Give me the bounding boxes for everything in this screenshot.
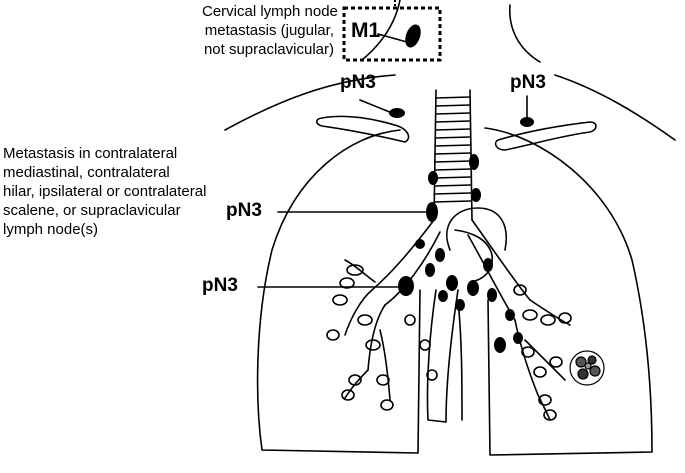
lymph-node-paratracheal	[471, 188, 481, 202]
mediastinal-label: Metastasis in contralateral mediastinal,…	[3, 144, 206, 239]
pn3-label-mid: pN3	[226, 200, 262, 221]
mediastinal-label-line: hilar, ipsilateral or contralateral	[3, 183, 207, 200]
tumor-mass	[569, 350, 605, 386]
lymph-node-hilar	[487, 288, 497, 302]
trachea-left-wall	[433, 89, 437, 221]
cervical-label: Cervical lymph node metastasis (jugular,…	[202, 2, 338, 59]
lymph-node-paratracheal	[428, 171, 438, 185]
pulmonary-trunk	[454, 229, 494, 283]
mediastinal-label-line: mediastinal, contralateral	[3, 164, 170, 181]
m1-label: M1	[351, 19, 381, 42]
lymph-node-supraclavicular-right	[520, 117, 534, 127]
neck-outline-right	[509, 4, 541, 63]
pn3-label-top: pN3	[340, 72, 376, 93]
lymph-node-hilar	[438, 290, 448, 302]
left-bronchus-branch	[344, 289, 373, 336]
lymph-node-cervical	[405, 24, 421, 48]
clavicle-left	[315, 115, 410, 143]
clavicle-right	[494, 121, 597, 151]
neck-outline-left	[361, 0, 401, 61]
right-lung-outline	[484, 127, 653, 456]
cervical-label-line: Cervical lymph node	[202, 3, 338, 20]
pn3-label-lower: pN3	[202, 275, 238, 296]
aortic-arch	[446, 207, 507, 251]
lymph-node-subcarinal	[513, 332, 523, 344]
left-bronchus-lower	[384, 231, 441, 306]
lymph-node-paratracheal	[426, 202, 438, 222]
m1-box	[342, 6, 442, 62]
lymph-node-hilar	[435, 248, 445, 262]
descending-aorta	[426, 289, 459, 423]
left-lung-outline	[256, 129, 421, 454]
lymph-node-hilar	[446, 275, 458, 291]
lymph-node-hilar	[467, 280, 479, 296]
shoulder-line-left	[224, 74, 396, 131]
mediastinal-label-line: lymph node(s)	[3, 221, 99, 238]
shoulder-line-right	[554, 74, 676, 141]
pn3-label-right: pN3	[510, 72, 546, 93]
lymph-node-paratracheal	[469, 154, 479, 170]
lymph-node-hilar	[425, 263, 435, 277]
lymph-node-subcarinal	[494, 337, 506, 353]
tracheal-rings	[433, 96, 472, 203]
lymph-node-hilar	[415, 239, 425, 249]
right-bronchus-upper	[471, 219, 531, 301]
cervical-label-line: not supraclavicular)	[203, 41, 334, 58]
lymph-node-hilar	[398, 276, 414, 296]
left-bronchus-upper	[371, 219, 435, 291]
cervical-label-line: metastasis (jugular,	[204, 22, 334, 39]
aorta-lower	[457, 299, 463, 421]
leader-pn3-top	[359, 99, 393, 114]
lymph-node-subcarinal	[455, 299, 465, 311]
bronchial-rings	[326, 264, 572, 421]
lymph-node-subcarinal	[505, 309, 515, 321]
mediastinal-label-line: Metastasis in contralateral	[3, 145, 178, 162]
lymph-node-hilar	[483, 258, 493, 272]
lymph-node-supraclavicular-left	[389, 108, 405, 118]
mediastinal-label-line: scalene, or supraclavicular	[3, 202, 181, 219]
right-bronchus-branch	[529, 299, 571, 326]
